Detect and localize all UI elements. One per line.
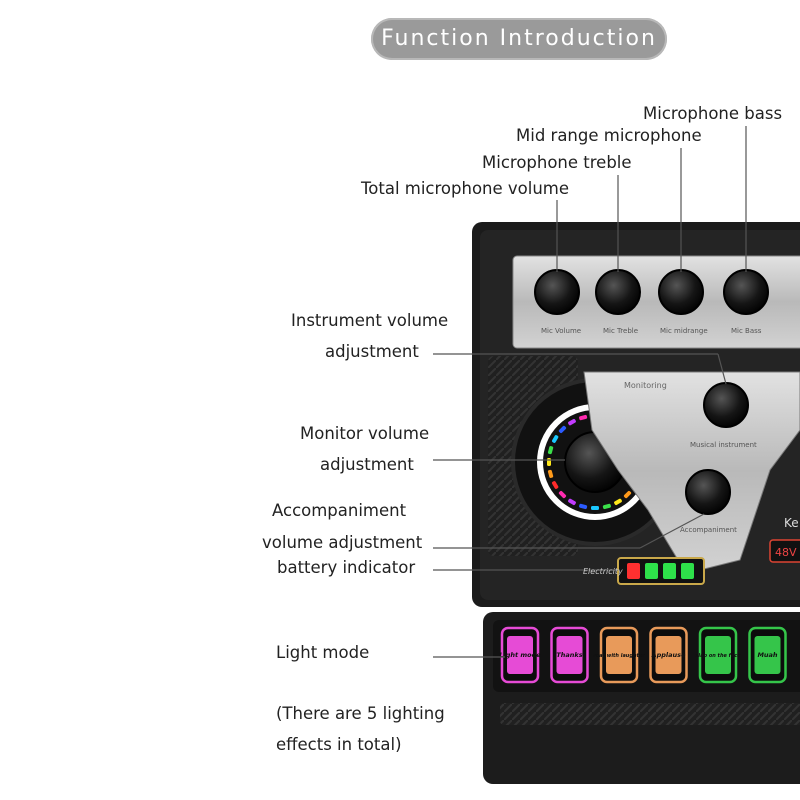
battery-cell-1	[645, 563, 658, 579]
instrument-volume-knob	[703, 382, 749, 428]
monitoring-label: Monitoring	[624, 381, 667, 390]
label-lighting-note-2: effects in total)	[276, 735, 402, 754]
mic-midrange-knob	[658, 269, 704, 315]
effect-button-label: slap on the face	[695, 653, 741, 659]
ring-led-segment	[579, 414, 588, 421]
accompaniment-knob-label: Accompaniment	[680, 526, 737, 534]
effect-button-label: Thanks	[556, 651, 582, 659]
mic-midrange-label: Mic midrange	[660, 327, 708, 335]
ring-led-segment	[551, 481, 559, 489]
label-total-mic-volume: Total microphone volume	[361, 179, 570, 198]
ring-led-segment	[558, 490, 567, 499]
label-monitor-adjustment: adjustment	[320, 455, 414, 474]
phantom-power-badge	[769, 539, 800, 563]
effect-button-label: roar with laughter	[593, 653, 645, 659]
battery-cell-red	[627, 563, 640, 579]
ring-led-segment	[614, 498, 622, 506]
label-monitor-volume: Monitor volume	[300, 424, 430, 443]
ring-led-segment	[547, 446, 554, 455]
ring-led-segment	[558, 425, 567, 434]
label-lighting-note-1: (There are 5 lighting	[276, 704, 445, 723]
battery-cell-2	[663, 563, 676, 579]
effect-button-face[interactable]	[655, 636, 682, 674]
effect-button-face[interactable]	[556, 636, 583, 674]
label-mid-range-mic: Mid range microphone	[516, 126, 702, 145]
ring-led-segment	[547, 469, 554, 478]
bottom-grill	[500, 703, 800, 725]
leader-accomp-up	[639, 513, 705, 549]
label-accompaniment-volume: volume adjustment	[262, 533, 423, 552]
effect-button[interactable]: Muah	[748, 626, 787, 684]
label-battery-indicator: battery indicator	[277, 558, 416, 577]
effect-button-face[interactable]	[705, 636, 731, 674]
ring-led-segment	[551, 435, 559, 443]
effect-button-label: Light mode	[499, 651, 541, 659]
mic-treble-knob	[595, 269, 641, 315]
ring-led-segment	[602, 503, 611, 510]
effect-button[interactable]: Applause	[649, 626, 688, 684]
ring-led-segment	[623, 490, 632, 499]
effect-button-label: Applause	[651, 651, 686, 659]
label-mic-treble: Microphone treble	[482, 153, 632, 172]
effect-buttons: Light mode Thanks roar with laughter Applau…	[499, 626, 787, 684]
ring-led-segment	[591, 506, 599, 510]
label-mic-bass: Microphone bass	[643, 104, 783, 123]
effect-button[interactable]: roar with laughter	[593, 626, 645, 684]
ring-led-segment	[568, 498, 576, 506]
ring-led-segment	[547, 458, 551, 466]
label-light-mode: Light mode	[276, 643, 370, 662]
mic-treble-label: Mic Treble	[603, 327, 638, 335]
mic-bass-knob	[723, 269, 769, 315]
leader-lines	[433, 126, 747, 658]
mic-volume-label: Mic Volume	[541, 327, 581, 335]
effect-button[interactable]: Light mode	[499, 626, 541, 684]
effect-button-face[interactable]	[754, 636, 781, 674]
brand-partial-text: Ke	[784, 516, 799, 530]
battery-cell-3	[681, 563, 694, 579]
effect-button-face[interactable]	[507, 636, 533, 674]
phantom-power-label: 48V	[775, 546, 797, 559]
electricity-label: Electricity	[583, 567, 623, 576]
effect-button-face[interactable]	[606, 636, 632, 674]
leader-instrument-down	[717, 353, 727, 385]
label-instrument-volume: Instrument volume	[291, 311, 449, 330]
effect-button-label: Muah	[757, 651, 777, 659]
title-banner: Function Introduction	[371, 18, 667, 60]
mic-volume-knob	[534, 269, 580, 315]
instrument-knob-label: Musical instrument	[690, 441, 757, 449]
label-instrument-adjustment: adjustment	[325, 342, 419, 361]
mic-bass-label: Mic Bass	[731, 327, 762, 335]
accompaniment-volume-knob	[685, 469, 731, 515]
effect-button[interactable]: Thanks	[550, 626, 589, 684]
label-accompaniment: Accompaniment	[272, 501, 407, 520]
page-title: Function Introduction	[381, 26, 657, 51]
effect-button[interactable]: slap on the face	[695, 626, 741, 684]
ring-led-segment	[568, 418, 576, 426]
ring-led-segment	[579, 503, 588, 510]
